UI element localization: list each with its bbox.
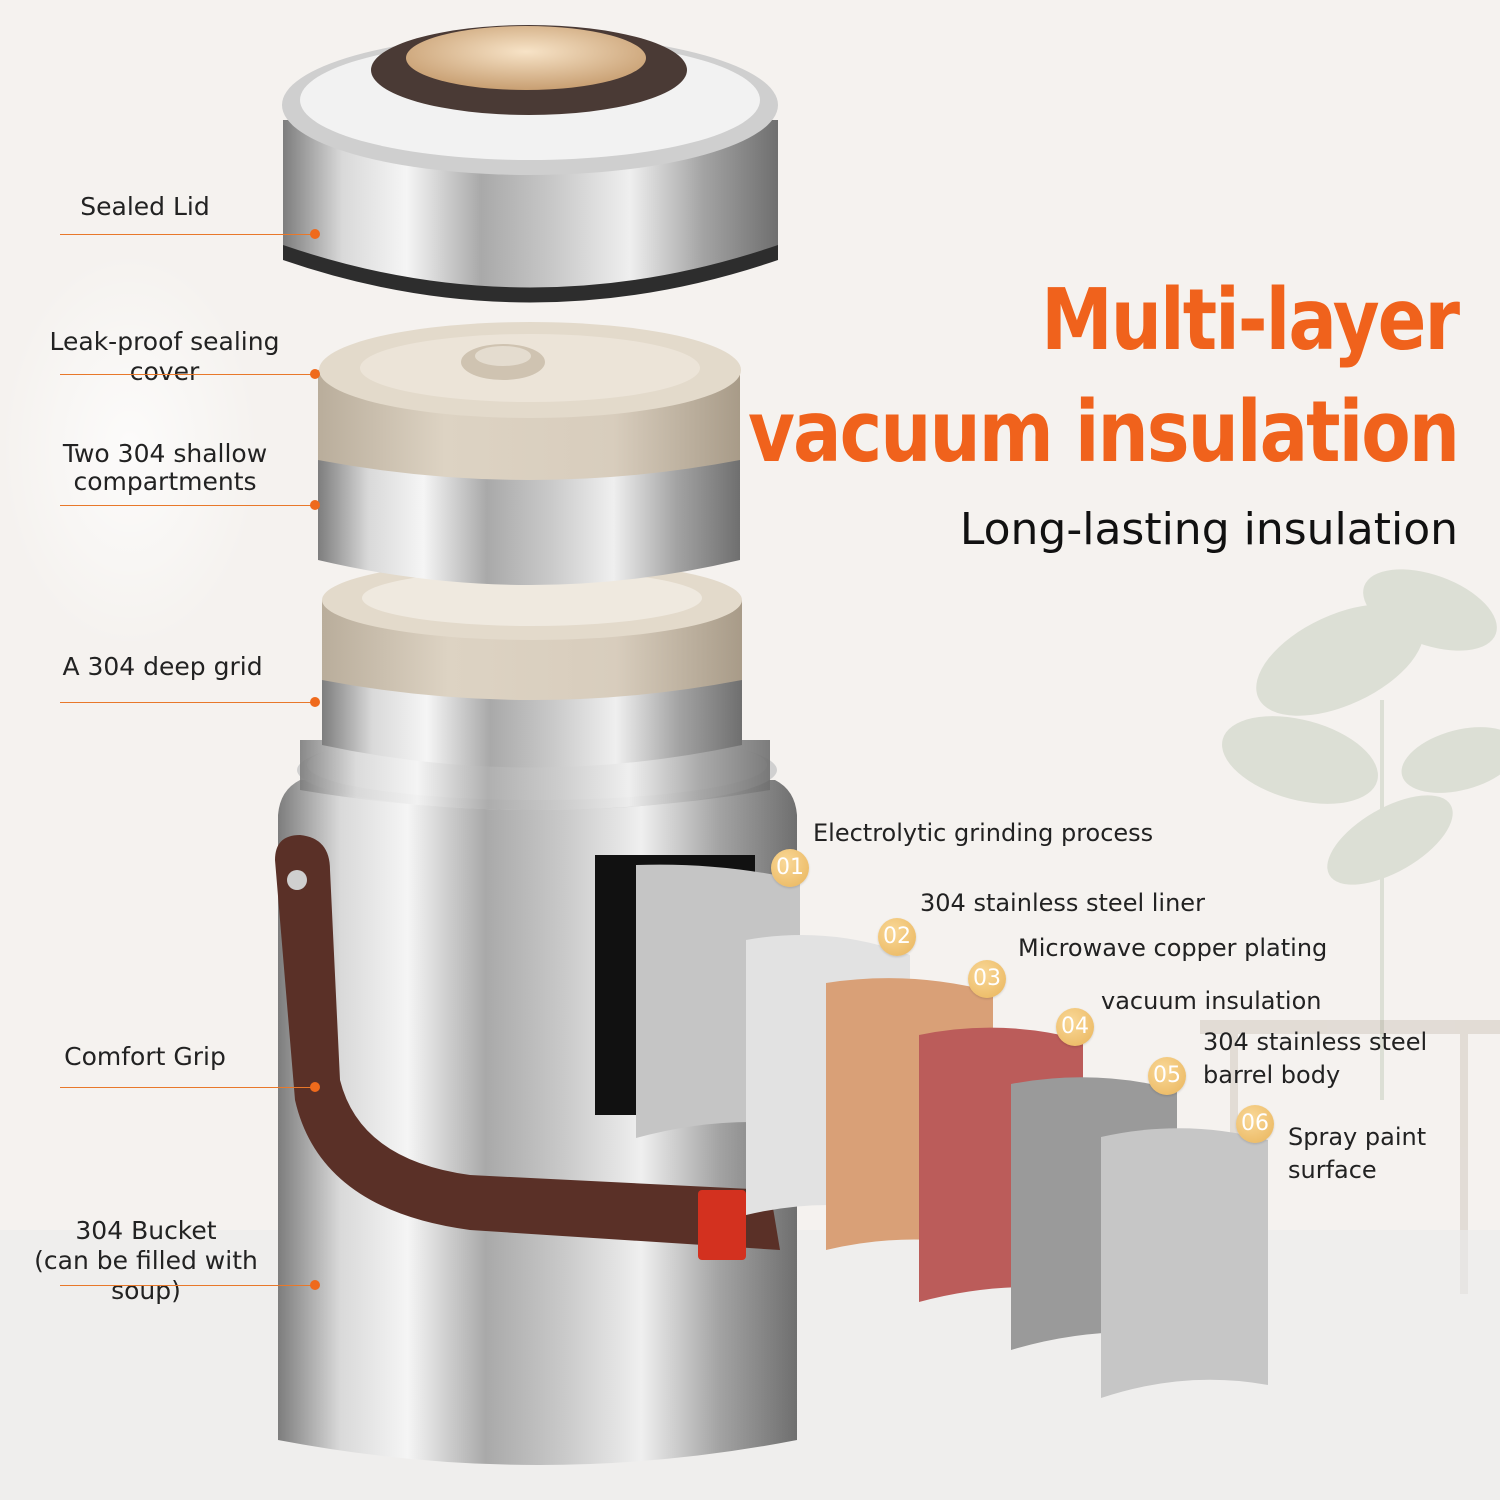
plant-silhouette [1222,569,1500,1100]
guide-dot [310,229,320,239]
layer-label-04: vacuum insulation [1101,987,1322,1015]
guide-dot [310,369,320,379]
guide-line [60,234,312,235]
layer-badge-05: 05 [1148,1057,1186,1095]
guide-dot [310,500,320,510]
guide-dot [310,1280,320,1290]
layer-label-03: Microwave copper plating [1018,934,1328,962]
guide-line [60,374,312,375]
part-label-deep-grid: A 304 deep grid [62,652,263,681]
part-label-bucket: 304 Bucket (can be filled with soup) [34,1216,258,1305]
comfort-grip-strap [275,835,780,1260]
sealed-lid [282,25,778,303]
guide-dot [310,697,320,707]
part-label-comfort-grip: Comfort Grip [64,1042,226,1071]
headline-line-2: vacuum insulation [748,382,1460,482]
part-label-shallow-compartments: Two 304 shallow compartments [62,439,268,496]
layer-badge-03: 03 [968,960,1006,998]
layer-label-05: 304 stainless steel barrel body [1203,1028,1428,1089]
guide-line [60,1087,312,1088]
part-label-sealed-lid: Sealed Lid [80,192,210,221]
headline-line-1: Multi-layer [1041,270,1460,370]
layer-badge-06: 06 [1236,1105,1274,1143]
insulation-layers [636,864,1268,1398]
layer-badge-04: 04 [1056,1008,1094,1046]
layer-badge-01: 01 [771,849,809,887]
guide-dot [310,1082,320,1092]
layer-label-01: Electrolytic grinding process [813,819,1154,847]
deep-grid-compartment [322,560,742,768]
shallow-compartments [318,322,741,585]
guide-line [60,505,312,506]
part-label-leak-proof-cover: Leak-proof sealing cover [49,327,280,386]
guide-line [60,702,312,703]
headline-subtitle: Long-lasting insulation [959,504,1458,555]
guide-line [60,1285,312,1286]
layer-badge-02: 02 [878,918,916,956]
layer-label-06: Spray paint surface [1288,1123,1427,1184]
layer-label-02: 304 stainless steel liner [920,889,1205,917]
